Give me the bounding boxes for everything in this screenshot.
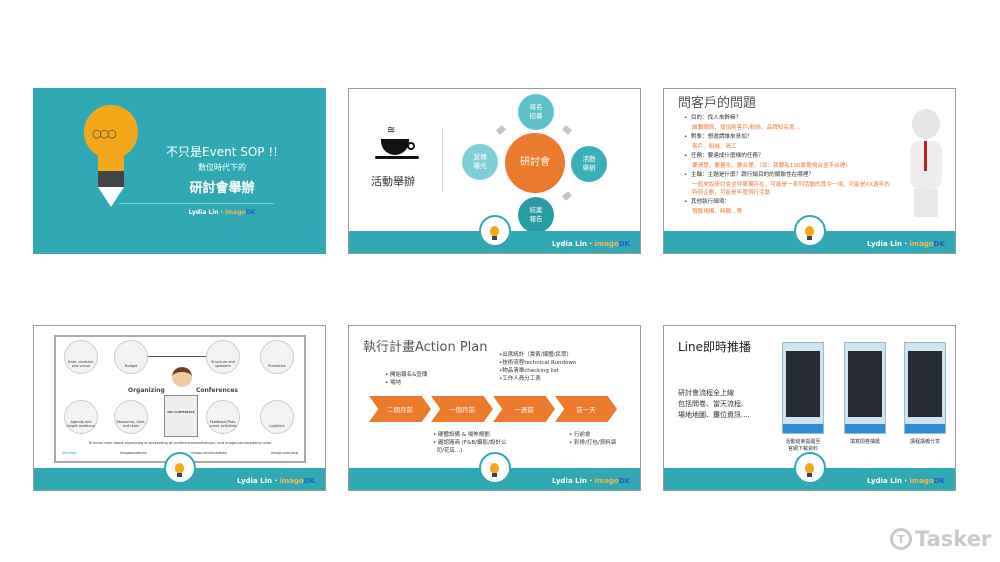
footer-author: Lydia Lin · imagoDK	[551, 477, 630, 485]
node-resources: Resources, time, and team	[114, 400, 148, 434]
step-4: 前一天	[555, 396, 617, 422]
circle-top: 報名 招募	[518, 94, 554, 130]
lightbulb-pencil-icon: ○○○	[84, 105, 138, 215]
slide-heading: 問客戶的問題	[678, 96, 757, 111]
slide-heading: 活動舉辦	[371, 175, 415, 188]
tasker-logo-icon: T	[890, 528, 912, 550]
social-links: @imago imagoacademy imago.com/academy im…	[62, 451, 298, 455]
step-1: 二個月前	[369, 396, 431, 422]
divider	[119, 203, 274, 204]
phone-screenshot-1	[782, 342, 824, 434]
lightbulb-icon	[478, 452, 511, 484]
list-item: • 任務：要達成什麼樣的任務？要清楚、要量化、要合理。（如：我要有100家電視台…	[684, 153, 851, 169]
circle-left: 宣傳 曝光	[462, 144, 498, 180]
list-item: • 對象：想邀請誰來參加？客戶、粉絲、員工	[684, 134, 753, 150]
slide-thumbnail-2[interactable]: ≋ 活動舉辦 研討會 報名 招募 活動 舉辦 結案 報告 宣傳 曝光 Lydia…	[348, 88, 641, 254]
node-venue: Date, duration, and venue	[64, 340, 98, 374]
footer-author: Lydia Lin · imagoDK	[866, 477, 945, 485]
slide-thumbnail-1[interactable]: ○○○ 不只是Event SOP !! 數位時代下的 研討會舉辦 Lydia L…	[33, 88, 326, 254]
list-item: • 主軸：主題是什麼？跟行銷目的的關聯性在哪裡？一般來說研討會並非單獨存在，可能…	[684, 172, 890, 196]
node-speakers: Structure and speakers	[206, 340, 240, 374]
title-line-1: 不只是Event SOP !!	[166, 145, 278, 159]
academy-link: imago.com/academy	[190, 451, 228, 455]
lightbulb-icon	[793, 452, 826, 484]
phone-screenshot-3	[904, 342, 946, 434]
arrow-icon	[562, 125, 572, 135]
node-agenda: Agenda and target audience	[64, 400, 98, 434]
label-conferences: Conferences	[196, 387, 238, 394]
center-circle: 研討會	[505, 133, 565, 193]
3d-man-illustration	[902, 109, 952, 219]
slide-thumbnail-4[interactable]: Date, duration, and venue Budget Structu…	[33, 325, 326, 491]
slide-heading: 執行計畫Action Plan	[363, 340, 488, 355]
slide-thumbnail-6[interactable]: Line即時推播 研討會流程全上線 包括問卷、當天流程、 場地地圖、攤位資訊..…	[663, 325, 956, 491]
title-line-2: 數位時代下的	[198, 163, 246, 172]
circle-right: 活動 舉辦	[571, 146, 607, 182]
caption-2: 填寫問卷抽獎	[849, 439, 880, 445]
lightbulb-icon	[793, 215, 826, 247]
list-item: • 其他執行細項：預算規模、時間...等	[684, 199, 743, 215]
note-day-before: • 行前會 • 彩排/打包/資料袋	[569, 432, 617, 446]
label-organizing: Organizing	[128, 387, 165, 394]
footer-author: Lydia Lin · imagoDK	[236, 477, 315, 485]
footer-text: To know more about organizing or present…	[88, 441, 272, 445]
podium: ABC CONFERENCE	[164, 395, 198, 437]
arrow-icon	[562, 191, 572, 201]
note-one-month: • 硬體設備 & 場佈規劃 • 確認廠商 (F&B/攝影/設計公 司/花店...…	[433, 432, 507, 454]
author-line: Lydia Lin · imagoDK	[188, 209, 256, 216]
circle-bottom: 結案 報告	[518, 197, 554, 233]
caption-3: 講程講義分享	[909, 439, 940, 445]
node-feedback: Feedback/Post-event activities	[206, 400, 240, 434]
phone-screenshot-2	[844, 342, 886, 434]
note-one-week: •出席統計（貴賓/媒體/民眾） •技術流程technical Rundown •…	[499, 352, 577, 382]
arrow-icon	[496, 125, 506, 135]
twitter-link: @imago	[62, 451, 77, 455]
question-list: • 目的：找人來幹嘛？維繫關係、增加新客戶/粉絲、品牌知名度... • 對象：想…	[684, 113, 894, 216]
slide-heading: Line即時推播	[678, 340, 752, 354]
slide-body: 研討會流程全上線 包括問卷、當天流程、 場地地圖、攤位資訊....	[678, 389, 750, 419]
node-logistics: Logistics	[260, 400, 294, 434]
step-3: 一週前	[493, 396, 555, 422]
lightbulb-icon	[163, 452, 196, 484]
footer-author: Lydia Lin · imagoDK	[866, 240, 945, 248]
slide-thumbnail-5[interactable]: 執行計畫Action Plan • 開始報名&宣傳 • 場地 •出席統計（貴賓/…	[348, 325, 641, 491]
slide-thumbnail-3[interactable]: 問客戶的問題 • 目的：找人來幹嘛？維繫關係、增加新客戶/粉絲、品牌知名度...…	[663, 88, 956, 254]
lightbulb-icon	[478, 215, 511, 247]
coffee-cup-icon: ≋	[375, 125, 419, 165]
app-link: imago.com/app	[270, 451, 298, 455]
list-item: • 目的：找人來幹嘛？維繫關係、增加新客戶/粉絲、品牌知名度...	[684, 115, 800, 131]
speaker-illustration	[172, 367, 192, 387]
note-two-months: • 開始報名&宣傳 • 場地	[385, 372, 428, 386]
step-2: 一個月前	[431, 396, 493, 422]
facebook-link: imagoacademy	[119, 451, 147, 455]
infographic: Date, duration, and venue Budget Structu…	[54, 335, 306, 463]
divider	[442, 129, 443, 191]
caption-1: 活動結束提醒至 官網下載資料	[785, 439, 821, 452]
node-promotion: Promotion	[260, 340, 294, 374]
node-budget: Budget	[114, 340, 148, 374]
title-line-3: 研討會舉辦	[189, 181, 255, 196]
footer-author: Lydia Lin · imagoDK	[551, 240, 630, 248]
